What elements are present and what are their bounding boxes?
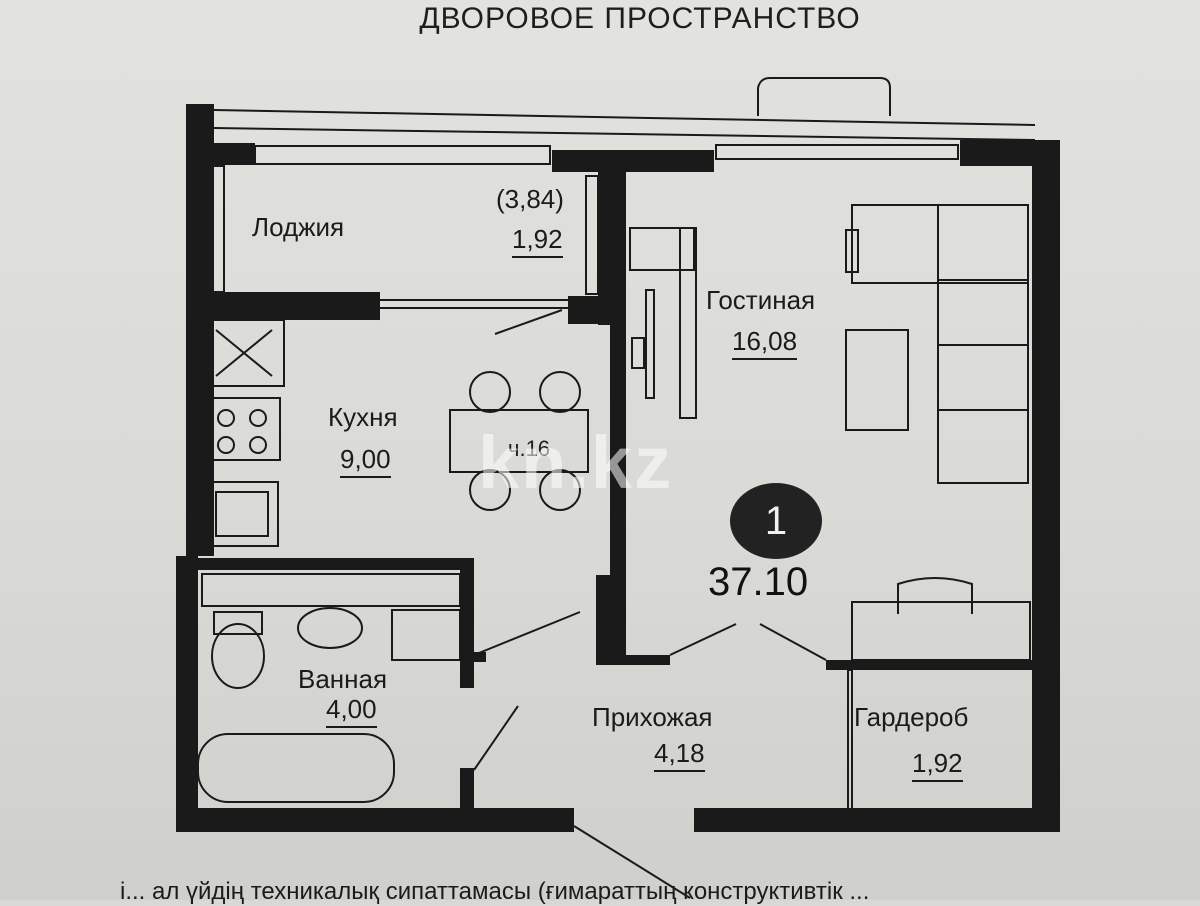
watermark: kn.kz bbox=[478, 421, 674, 504]
wall-left-lower bbox=[176, 556, 198, 831]
table-number: ч.16 bbox=[508, 436, 551, 461]
bathroom-label: Ванная bbox=[298, 664, 388, 694]
wall-bath-stub bbox=[474, 652, 486, 662]
cooktop bbox=[205, 397, 281, 461]
wall-top-mid2 bbox=[622, 150, 714, 172]
tv-stand bbox=[629, 227, 695, 271]
wall-bath-right-lower bbox=[460, 768, 474, 810]
loggia-total-area: (3,84) bbox=[496, 184, 564, 214]
wall-right bbox=[1032, 140, 1060, 832]
toilet bbox=[211, 623, 265, 689]
loggia-label: Лоджия bbox=[252, 212, 345, 242]
wall-top-left bbox=[210, 143, 255, 165]
rooms-count-badge: 1 bbox=[730, 483, 822, 559]
wall-bottom-left bbox=[176, 808, 574, 832]
total-area: 37.10 bbox=[708, 560, 809, 604]
washbasin bbox=[297, 607, 363, 649]
bathroom-area: 4,00 bbox=[326, 694, 377, 728]
window-loggia bbox=[254, 145, 551, 165]
kitchen-area: 9,00 bbox=[340, 444, 391, 478]
hallway-area: 4,18 bbox=[654, 738, 705, 772]
wall-living-bottom bbox=[610, 655, 670, 665]
window-living bbox=[715, 144, 959, 160]
stove-hood bbox=[205, 319, 285, 387]
wardrobe-label: Гардероб bbox=[854, 702, 969, 732]
wall-top-right bbox=[960, 140, 1035, 166]
living-room-area: 16,08 bbox=[732, 326, 798, 360]
wall-living-left bbox=[610, 170, 626, 665]
chair bbox=[897, 577, 973, 614]
wall-bottom-right bbox=[694, 808, 1060, 832]
bath-shelf bbox=[201, 573, 461, 607]
wall-living-bottom2 bbox=[826, 660, 1036, 670]
bathtub bbox=[197, 733, 395, 803]
wall-bath-right bbox=[460, 558, 474, 688]
coffee-table bbox=[845, 329, 909, 431]
hallway-label: Прихожая bbox=[592, 702, 713, 732]
wall-loggia-bottom bbox=[210, 292, 380, 320]
wall-bath-top bbox=[198, 558, 464, 570]
living-room-label: Гостиная bbox=[706, 285, 816, 315]
sofa bbox=[851, 204, 1029, 284]
kitchen-label: Кухня bbox=[328, 402, 398, 432]
wall-living-pillar bbox=[596, 575, 626, 665]
loggia-area: 1,92 bbox=[512, 224, 563, 258]
plan-heading: ДВОРОВОЕ ПРОСТРАНСТВО bbox=[419, 2, 861, 35]
wardrobe-area: 1,92 bbox=[912, 748, 963, 782]
desk bbox=[851, 601, 1031, 661]
washing-machine bbox=[391, 609, 461, 661]
kitchen-sink bbox=[205, 481, 279, 547]
footer-text: і... ал үйдің техникалық сипаттамасы (ғи… bbox=[120, 878, 870, 905]
dining-table bbox=[449, 409, 589, 473]
handrail bbox=[757, 77, 891, 116]
